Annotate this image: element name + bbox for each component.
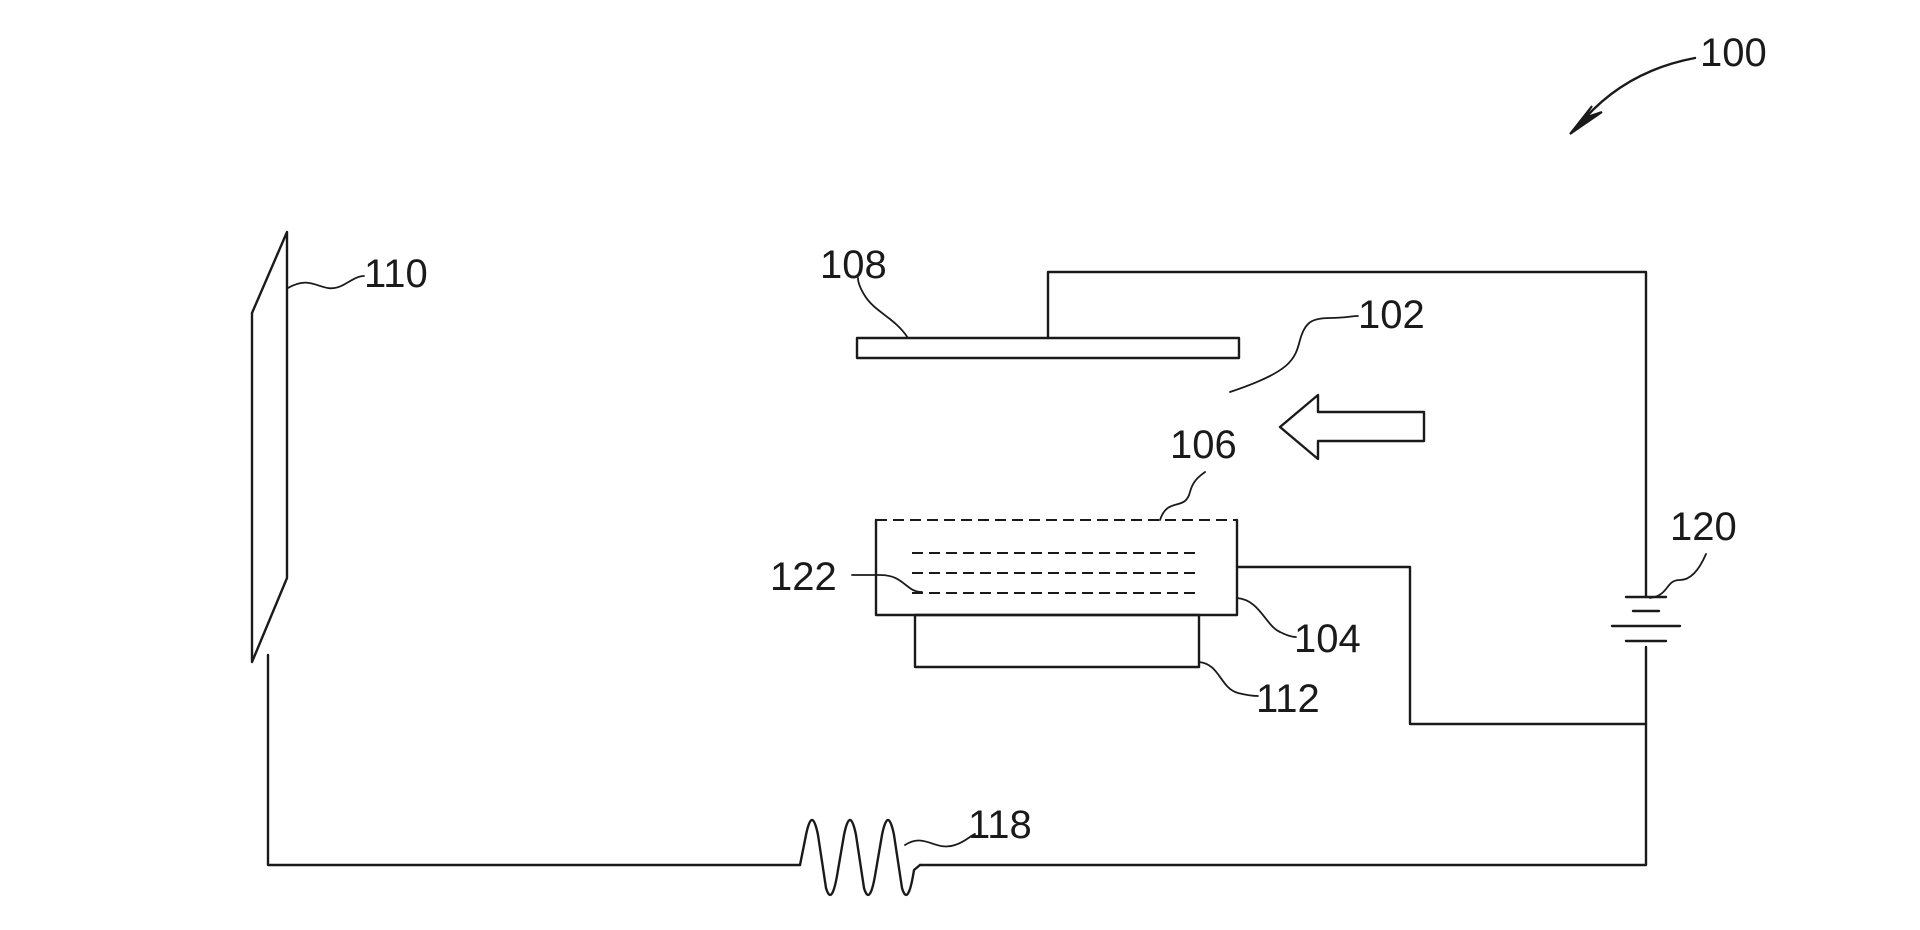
leader-106: [1159, 471, 1206, 521]
leader-122: [851, 574, 923, 593]
target-plate: [250, 230, 289, 664]
label-110: 110: [364, 252, 428, 296]
leader-110: [287, 275, 365, 290]
label-108: 108: [820, 243, 887, 287]
wire-left-bottom: [266, 653, 802, 867]
pointer-arrowhead: [1569, 105, 1603, 135]
leader-112: [1198, 661, 1259, 697]
label-100: 100: [1700, 31, 1767, 75]
leader-108: [857, 277, 909, 339]
base-block: [913, 613, 1201, 669]
wire-electrode: [1235, 565, 1648, 726]
figure-pointer-arrow: [1569, 56, 1697, 135]
label-104: 104: [1294, 617, 1361, 661]
label-102: 102: [1358, 293, 1425, 337]
wire-bottom-right: [918, 645, 1648, 867]
flow-direction-arrow: [1278, 393, 1426, 461]
leader-120: [1649, 553, 1707, 599]
battery: [1610, 595, 1682, 643]
label-120: 120: [1670, 505, 1737, 549]
label-106: 106: [1170, 423, 1237, 467]
wire-top: [1046, 270, 1648, 599]
resistor-coil: [798, 818, 922, 897]
upper-electrode-plate: [855, 336, 1241, 360]
leader-104: [1236, 597, 1297, 638]
label-112: 112: [1256, 677, 1320, 721]
label-118: 118: [968, 803, 1032, 847]
substrate-block: [874, 518, 1239, 617]
label-122: 122: [770, 555, 837, 599]
leader-102: [1229, 315, 1359, 393]
leader-118: [904, 833, 976, 848]
